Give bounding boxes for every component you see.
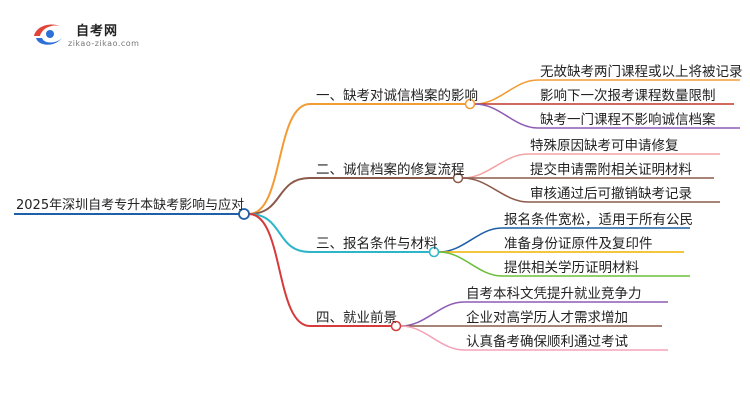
- branch-node-3: [428, 246, 440, 258]
- branch-topic-1: 一、缺考对诚信档案的影响: [316, 88, 478, 104]
- branch-connector-3: [248, 213, 311, 253]
- branch-connector-4: [248, 213, 311, 327]
- leaf-connector-1-3: [474, 103, 539, 129]
- leaf-connector-4-1: [400, 301, 465, 327]
- graduation-cap-icon: [34, 24, 62, 45]
- branch-node-2: [452, 172, 464, 184]
- leaf-4-2: 企业对高学历人才需求增加: [466, 310, 628, 326]
- branch-connector-2: [248, 177, 311, 215]
- leaf-1-1: 无故缺考两门课程或以上将被记录: [540, 64, 743, 80]
- leaf-connector-1-1: [474, 79, 539, 105]
- leaf-connector-4-3: [400, 325, 465, 351]
- leaf-connector-3-3: [438, 251, 503, 277]
- branch-topic-3: 三、报名条件与材料: [316, 236, 438, 252]
- logo-swoosh-red: [34, 24, 60, 36]
- logo-swoosh-blue: [36, 38, 62, 45]
- leaf-1-2: 影响下一次报考课程数量限制: [540, 88, 716, 104]
- leaf-4-3: 认真备考确保顺利通过考试: [466, 334, 628, 350]
- branch-connector-1: [248, 103, 311, 215]
- logo-dot: [46, 30, 54, 38]
- branch-node-1: [464, 98, 476, 110]
- leaf-2-1: 特殊原因缺考可申请修复: [530, 138, 679, 154]
- branch-topic-2: 二、诚信档案的修复流程: [316, 162, 465, 178]
- root-node: [238, 208, 250, 220]
- leaf-connector-3-1: [438, 227, 503, 253]
- leaf-3-1: 报名条件宽松，适用于所有公民: [504, 212, 693, 228]
- leaf-2-2: 提交申请需附相关证明材料: [530, 162, 692, 178]
- site-logo: 自考网 zikao-zikao.com: [30, 18, 140, 52]
- logo-subtitle: zikao-zikao.com: [68, 39, 140, 48]
- root-topic: 2025年深圳自考专升本缺考影响与应对: [16, 198, 245, 213]
- branch-node-4: [390, 320, 402, 332]
- leaf-3-3: 提供相关学历证明材料: [504, 260, 639, 276]
- leaf-4-1: 自考本科文凭提升就业竞争力: [466, 286, 642, 302]
- leaf-1-3: 缺考一门课程不影响诚信档案: [540, 112, 716, 128]
- branch-topic-4: 四、就业前景: [316, 310, 397, 326]
- logo-title: 自考网: [76, 24, 119, 39]
- leaf-connector-2-3: [462, 177, 529, 203]
- leaf-3-2: 准备身份证原件及复印件: [504, 236, 653, 252]
- leaf-2-3: 审核通过后可撤销缺考记录: [530, 186, 692, 202]
- leaf-connector-2-1: [462, 153, 529, 179]
